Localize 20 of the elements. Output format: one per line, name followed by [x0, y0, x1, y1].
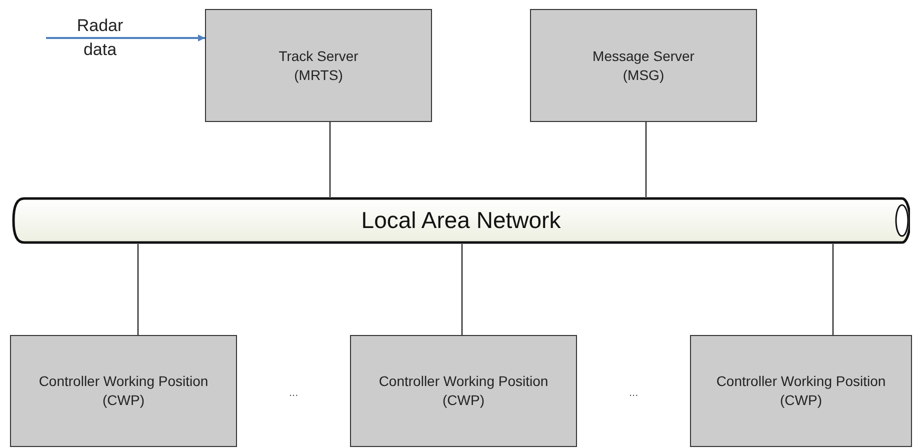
ellipsis-label: ...: [289, 386, 298, 401]
box-label: Message Server (MSG): [592, 46, 696, 84]
network-label: Local Area Network: [361, 206, 561, 236]
arrow: [46, 34, 205, 42]
box-label: Controller Working Position (CWP): [715, 372, 887, 410]
box-label: Controller Working Position (CWP): [378, 372, 550, 410]
connector-line: [645, 122, 647, 197]
ellipsis-label: ...: [629, 386, 638, 401]
box-label: Track Server (MRTS): [278, 46, 360, 84]
server-box: [530, 9, 757, 122]
server-box: [205, 9, 432, 122]
connector-line: [329, 122, 331, 197]
server-box: [690, 335, 912, 447]
server-box: [10, 335, 237, 447]
connector-line: [832, 244, 834, 335]
server-box: [350, 335, 577, 447]
connector-line: [137, 244, 139, 335]
connector-line: [461, 244, 463, 335]
input-label: Radar data: [76, 15, 124, 61]
box-label: Controller Working Position (CWP): [38, 372, 210, 410]
